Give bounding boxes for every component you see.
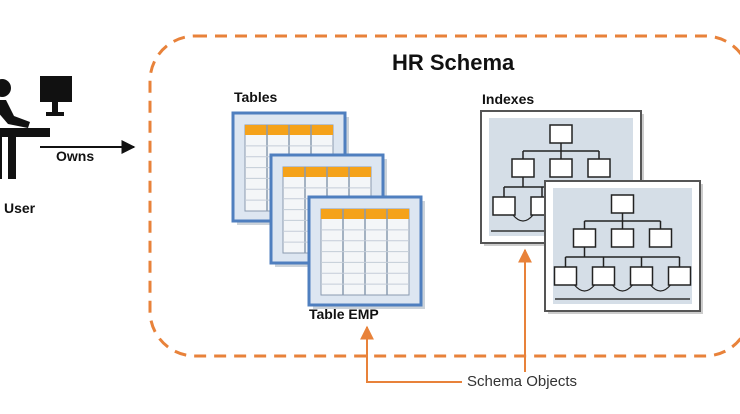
tables-stack <box>231 111 425 309</box>
index-tree-icon <box>544 180 703 314</box>
indexes-label: Indexes <box>482 91 535 107</box>
tables-label: Tables <box>234 89 278 105</box>
owns-label: Owns <box>56 148 95 164</box>
callout-line-tables <box>360 325 462 383</box>
schema-objects-label: Schema Objects <box>467 373 578 390</box>
user-label: User <box>4 200 36 216</box>
table-emp-label: Table EMP <box>309 306 379 322</box>
desk-user-icon <box>0 76 72 179</box>
schema-title: HR Schema <box>392 50 515 75</box>
indexes-stack <box>480 110 703 314</box>
table-icon <box>307 195 425 309</box>
